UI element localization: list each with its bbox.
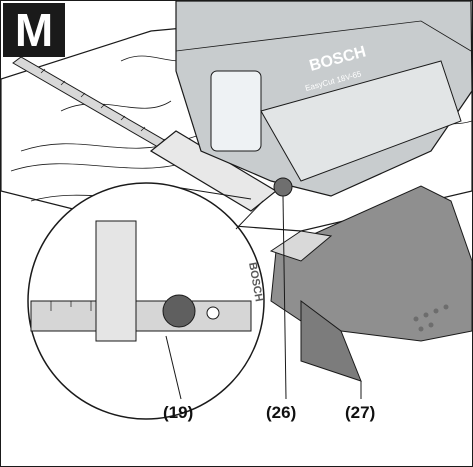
step-letter-badge: M [3,3,65,57]
callout-leader-lines [165,195,362,400]
callout-19: (19) [163,403,194,422]
callout-26: (26) [266,403,297,422]
parallel-guide [269,185,472,382]
detail-magnifier [27,182,265,420]
step-letter: M [14,4,54,56]
callout-27: (27) [345,403,376,422]
jigsaw [175,1,472,197]
